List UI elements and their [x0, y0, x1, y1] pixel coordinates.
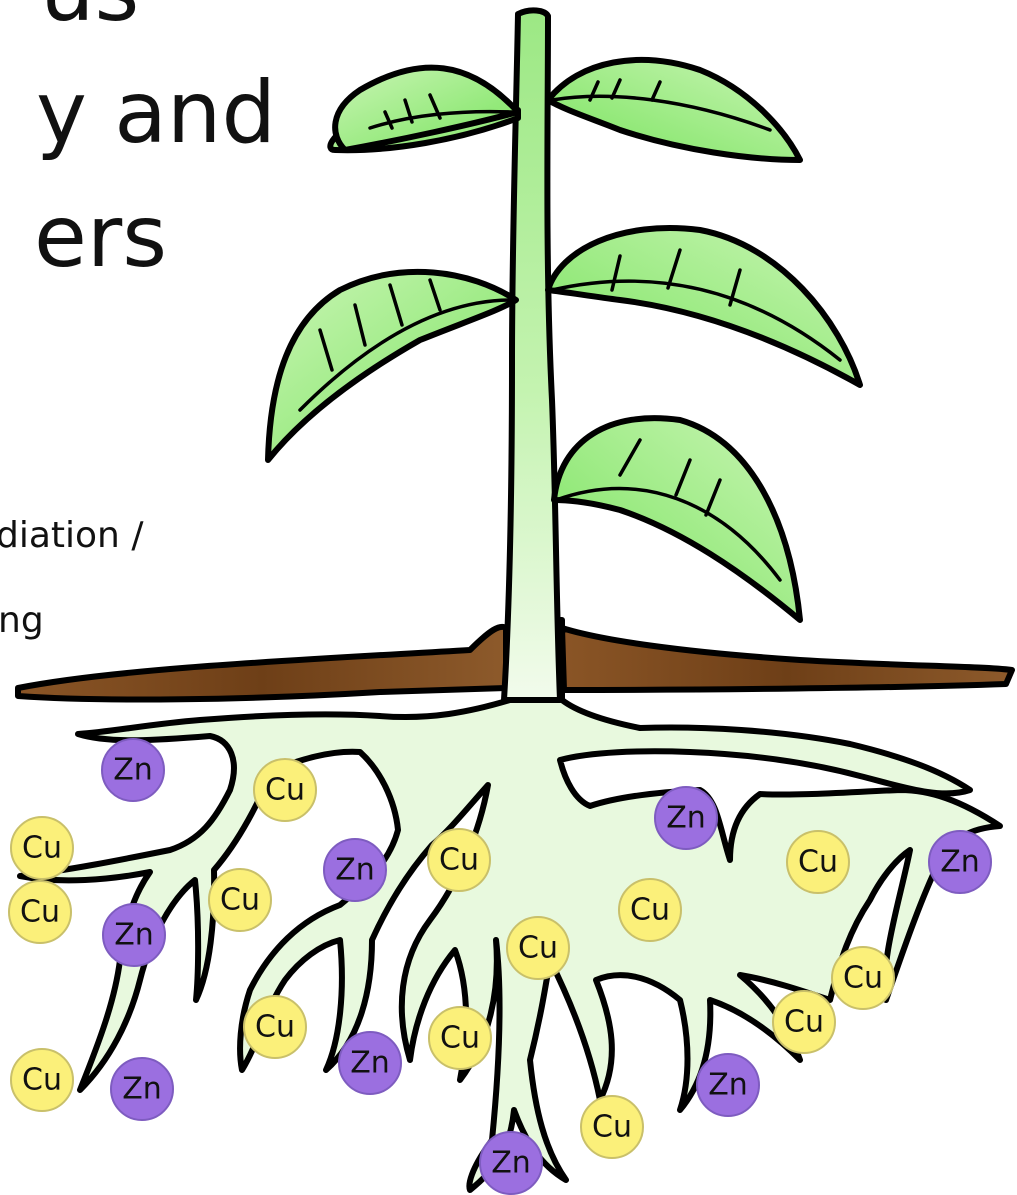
- ion-label: Cu: [255, 1010, 295, 1045]
- zinc-ion: Zn: [655, 787, 717, 849]
- ion-label: Cu: [22, 1063, 62, 1098]
- zinc-ion: Zn: [339, 1032, 401, 1094]
- zinc-ion: Zn: [111, 1058, 173, 1120]
- ion-label: Cu: [20, 895, 60, 930]
- leaf-lower-right: [554, 418, 800, 620]
- ion-label: Cu: [265, 773, 305, 808]
- zinc-ion: Zn: [697, 1054, 759, 1116]
- ion-label: Zn: [350, 1046, 390, 1081]
- copper-ion: Cu: [209, 869, 271, 931]
- ion-label: Zn: [335, 853, 375, 888]
- ion-label: Cu: [592, 1110, 632, 1145]
- ion-label: Cu: [220, 883, 260, 918]
- copper-ion: Cu: [507, 917, 569, 979]
- ion-label: Zn: [940, 845, 980, 880]
- copper-ion: Cu: [254, 759, 316, 821]
- copper-ion: Cu: [244, 996, 306, 1058]
- ion-label: Zn: [122, 1072, 162, 1107]
- copper-ion: Cu: [429, 1007, 491, 1069]
- copper-ion: Cu: [11, 817, 73, 879]
- zinc-ion: Zn: [480, 1132, 542, 1194]
- leaves: [268, 60, 860, 620]
- copper-ion: Cu: [9, 881, 71, 943]
- ion-label: Zn: [666, 801, 706, 836]
- ion-label: Cu: [439, 843, 479, 878]
- ion-label: Zn: [113, 753, 153, 788]
- ion-label: Zn: [491, 1146, 531, 1181]
- leaf-middle-left: [268, 272, 516, 460]
- ion-label: Cu: [518, 931, 558, 966]
- copper-ion: Cu: [11, 1049, 73, 1111]
- ion-label: Zn: [708, 1068, 748, 1103]
- copper-ion: Cu: [619, 879, 681, 941]
- zinc-ion: Zn: [929, 831, 991, 893]
- zinc-ion: Zn: [103, 904, 165, 966]
- copper-ion: Cu: [832, 947, 894, 1009]
- copper-ion: Cu: [581, 1096, 643, 1158]
- ion-label: Cu: [440, 1021, 480, 1056]
- ion-label: Cu: [22, 831, 62, 866]
- ion-label: Cu: [798, 845, 838, 880]
- zinc-ion: Zn: [102, 739, 164, 801]
- copper-ion: Cu: [428, 829, 490, 891]
- zinc-ion: Zn: [324, 839, 386, 901]
- copper-ion: Cu: [787, 831, 849, 893]
- ion-label: Zn: [114, 918, 154, 953]
- ion-label: Cu: [630, 893, 670, 928]
- copper-ion: Cu: [773, 991, 835, 1053]
- leaf-middle-right: [548, 228, 860, 385]
- leaf-top-right: [548, 60, 800, 160]
- ion-label: Cu: [784, 1005, 824, 1040]
- ion-label: Cu: [843, 961, 883, 996]
